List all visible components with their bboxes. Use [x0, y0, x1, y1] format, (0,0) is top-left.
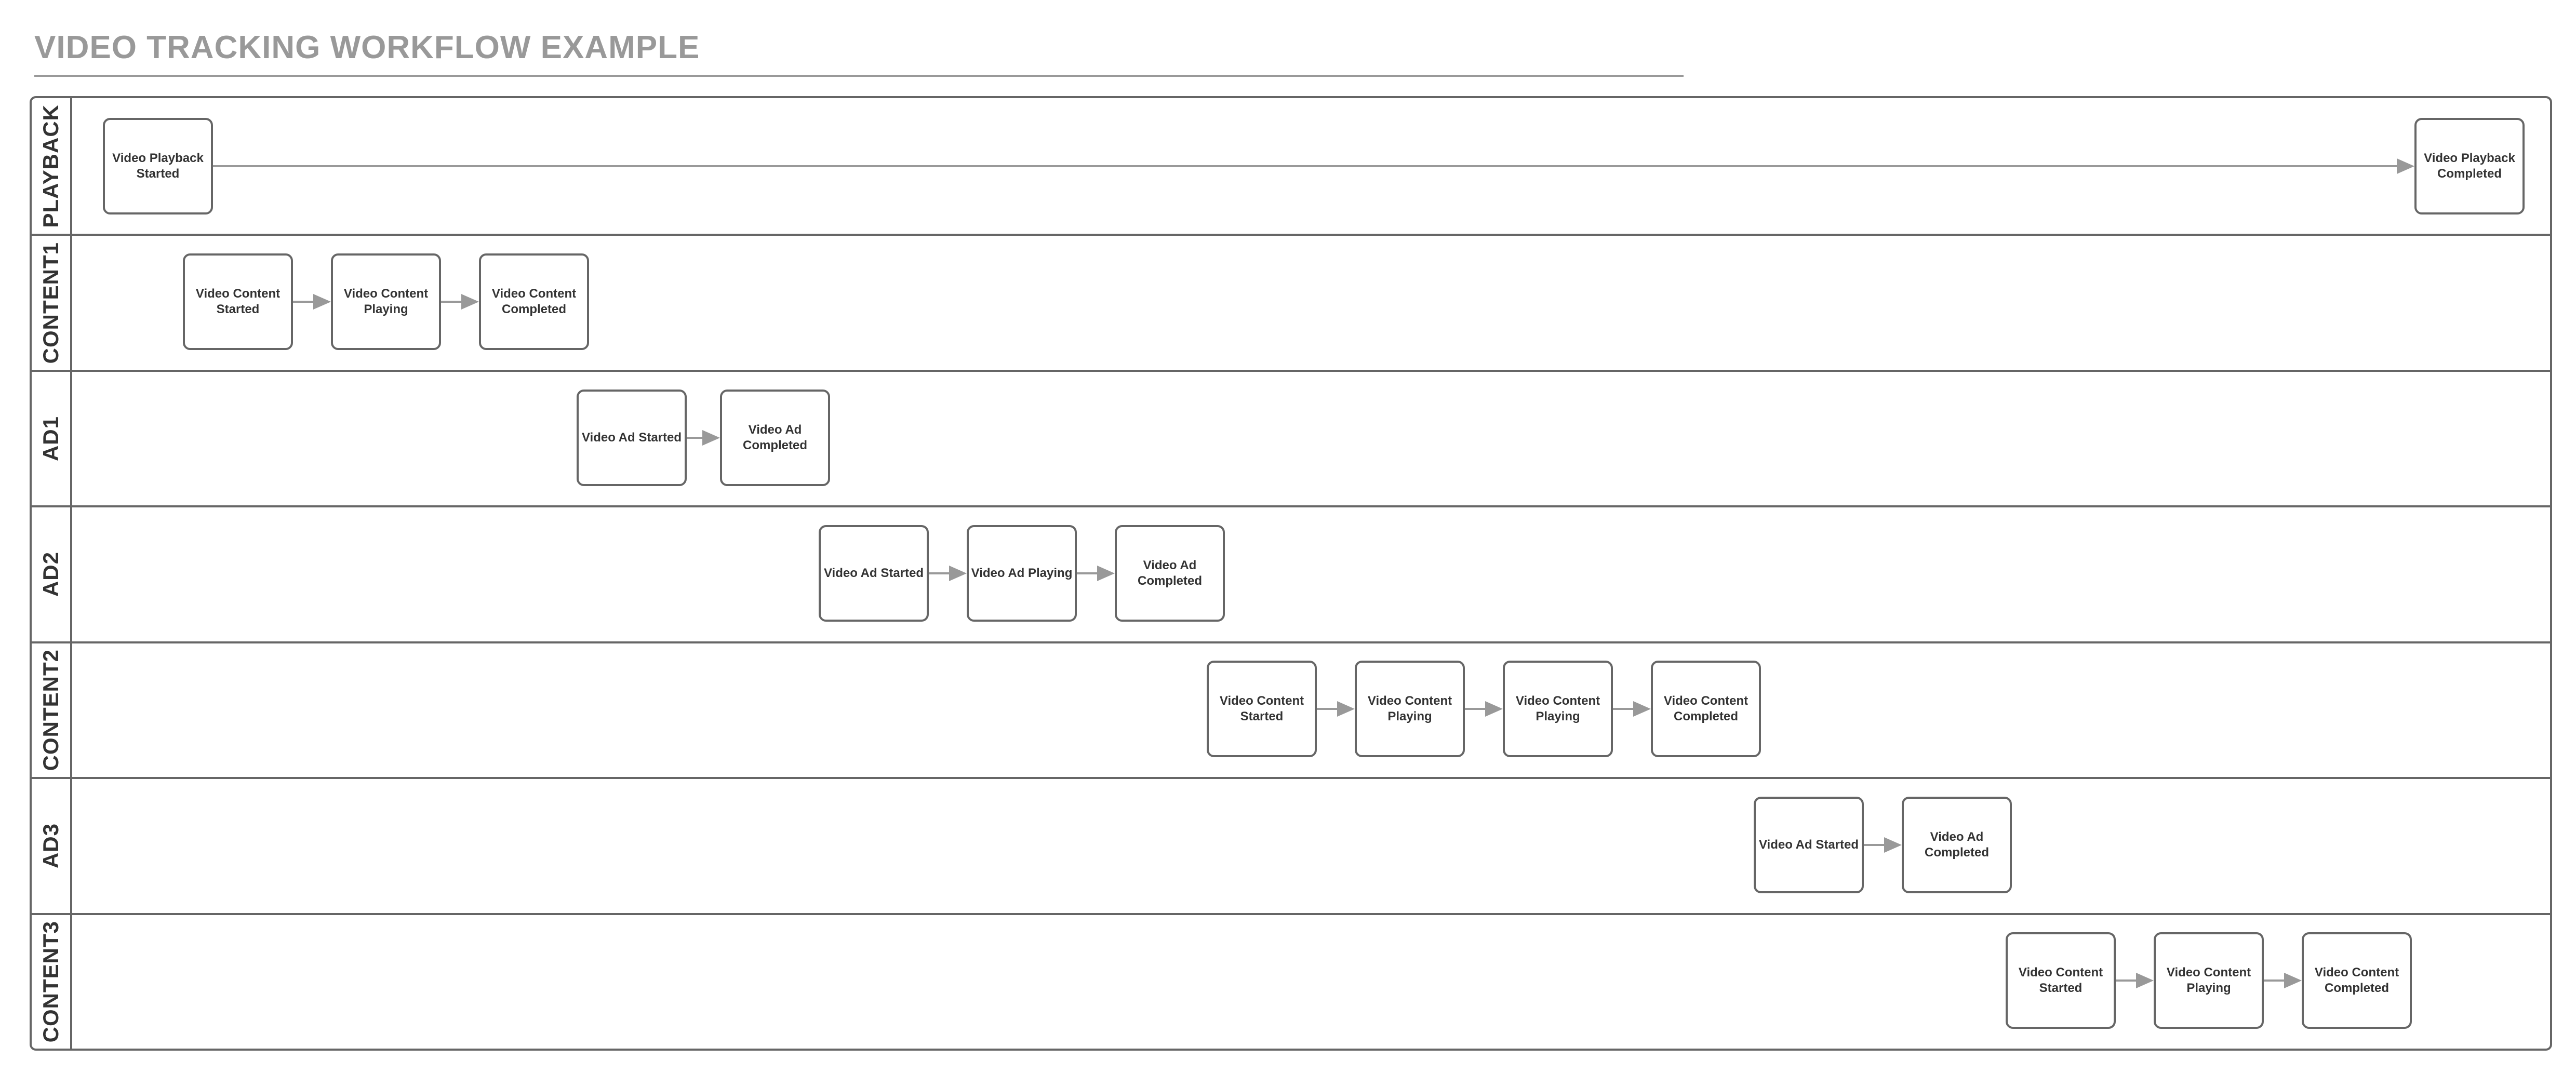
connector-line — [293, 301, 316, 303]
node-label: Video Playback Completed — [2424, 151, 2515, 181]
node-playback-video-playback-started[interactable]: Video Playback Started — [103, 117, 213, 214]
node-label: Video Ad Playing — [971, 566, 1073, 580]
connector-arrowhead — [949, 566, 967, 581]
node-label: Video Content Playing — [1367, 694, 1452, 724]
node-label: Video Content Playing — [1515, 694, 1600, 724]
swimlane-content3: CONTENT3 — [32, 912, 2550, 1049]
swimlane-ad2: AD2 — [32, 505, 2550, 641]
node-label: Video Content Completed — [1663, 694, 1749, 724]
node-playback-video-playback-completed[interactable]: Video Playback Completed — [2414, 117, 2525, 214]
connector-arrowhead — [1337, 701, 1355, 717]
lane-label-cell: CONTENT3 — [32, 915, 72, 1049]
node-label: Video Ad Completed — [1137, 558, 1202, 588]
connector-line — [1077, 572, 1100, 574]
node-content3-video-content-started[interactable]: Video Content Started — [2006, 932, 2116, 1029]
connector-arrowhead — [461, 294, 479, 310]
node-ad1-video-ad-started[interactable]: Video Ad Started — [577, 389, 687, 486]
node-content2-video-content-completed[interactable]: Video Content Completed — [1651, 661, 1761, 758]
lane-label-cell: AD2 — [32, 507, 72, 641]
connector-arrowhead — [1884, 837, 1902, 853]
connector-arrowhead — [1097, 566, 1115, 581]
title-underline — [34, 75, 1684, 77]
node-ad2-video-ad-completed[interactable]: Video Ad Completed — [1115, 525, 1225, 622]
node-label: Video Content Playing — [343, 287, 429, 317]
connector-arrowhead — [2397, 158, 2414, 174]
nodes-overlay: Video Playback Started Video Playback Com… — [32, 98, 2550, 1049]
node-content1-video-content-playing[interactable]: Video Content Playing — [331, 253, 441, 351]
node-ad3-video-ad-completed[interactable]: Video Ad Completed — [1902, 796, 2012, 893]
node-label: Video Content Started — [195, 287, 281, 317]
lane-label-cell: PLAYBACK — [32, 98, 72, 234]
swimlane-playback: PLAYBACK — [32, 98, 2550, 234]
node-label: Video Playback Started — [112, 151, 204, 181]
swimlane-ad3: AD3 — [32, 777, 2550, 913]
connector-line — [929, 572, 952, 574]
swimlane-ad1: AD1 — [32, 369, 2550, 506]
node-label: Video Content Playing — [2166, 965, 2251, 996]
node-content2-video-content-playing[interactable]: Video Content Playing — [1355, 661, 1465, 758]
connector-arrowhead — [702, 430, 720, 446]
connector-line — [2116, 979, 2139, 982]
page-title: VIDEO TRACKING WORKFLOW EXAMPLE — [34, 30, 700, 65]
node-content1-video-content-started[interactable]: Video Content Started — [183, 253, 293, 351]
lane-label-cell: AD1 — [32, 371, 72, 506]
node-content2-video-content-started[interactable]: Video Content Started — [1207, 661, 1317, 758]
swimlane-content2: CONTENT2 — [32, 641, 2550, 777]
connector-arrowhead — [1633, 701, 1651, 717]
node-label: Video Ad Started — [823, 566, 924, 580]
node-label: Video Content Started — [2018, 965, 2103, 996]
node-label: Video Content Started — [1219, 694, 1304, 724]
node-content3-video-content-playing[interactable]: Video Content Playing — [2154, 932, 2264, 1029]
node-label: Video Ad Completed — [1924, 829, 1989, 860]
node-ad1-video-ad-completed[interactable]: Video Ad Completed — [720, 389, 830, 486]
connector-line — [1317, 708, 1340, 710]
connector-line — [1465, 708, 1488, 710]
node-content2-video-content-playing[interactable]: Video Content Playing — [1503, 661, 1613, 758]
swimlane-content1: CONTENT1 — [32, 234, 2550, 370]
connector-line — [2264, 979, 2287, 982]
node-content1-video-content-completed[interactable]: Video Content Completed — [479, 253, 589, 351]
connector-line — [687, 436, 705, 439]
node-ad2-video-ad-started[interactable]: Video Ad Started — [819, 525, 929, 622]
lane-label-cell: CONTENT1 — [32, 236, 72, 370]
connector-arrowhead — [2284, 973, 2302, 989]
connector-line — [1613, 708, 1636, 710]
lane-label-cell: AD3 — [32, 779, 72, 913]
connector-line — [441, 301, 464, 303]
connector-line — [1864, 843, 1887, 846]
node-label: Video Content Completed — [491, 287, 577, 317]
node-label: Video Content Completed — [2314, 965, 2399, 996]
node-ad3-video-ad-started[interactable]: Video Ad Started — [1754, 796, 1864, 893]
connector-arrowhead — [313, 294, 331, 310]
lane-label-cell: CONTENT2 — [32, 643, 72, 777]
node-label: Video Ad Started — [1758, 837, 1859, 852]
node-label: Video Ad Started — [581, 430, 682, 445]
node-ad2-video-ad-playing[interactable]: Video Ad Playing — [967, 525, 1077, 622]
connector-arrowhead — [1485, 701, 1503, 717]
node-label: Video Ad Completed — [742, 422, 807, 452]
connector-arrowhead — [2136, 973, 2154, 989]
node-content3-video-content-completed[interactable]: Video Content Completed — [2302, 932, 2412, 1029]
connector-line — [213, 165, 2400, 167]
